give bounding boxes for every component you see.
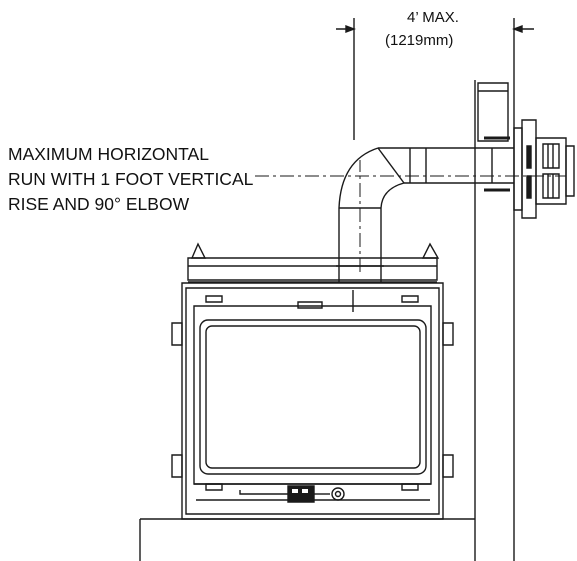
centerlines [255,160,566,272]
dimension-label-max: 4’ MAX. [407,9,459,26]
note-line-1: MAXIMUM HORIZONTAL [8,144,209,164]
dimension-callout [336,18,534,140]
vent-pipe [336,148,514,282]
vent-termination-cap [514,120,574,218]
wall-framing [475,80,514,561]
dimension-label-metric: (1219mm) [385,32,454,49]
note-line-2: RUN WITH 1 FOOT VERTICAL [8,169,254,189]
fireplace-unit [172,244,453,519]
hearth-base [140,519,475,561]
note-line-3: RISE AND 90° ELBOW [8,194,190,214]
